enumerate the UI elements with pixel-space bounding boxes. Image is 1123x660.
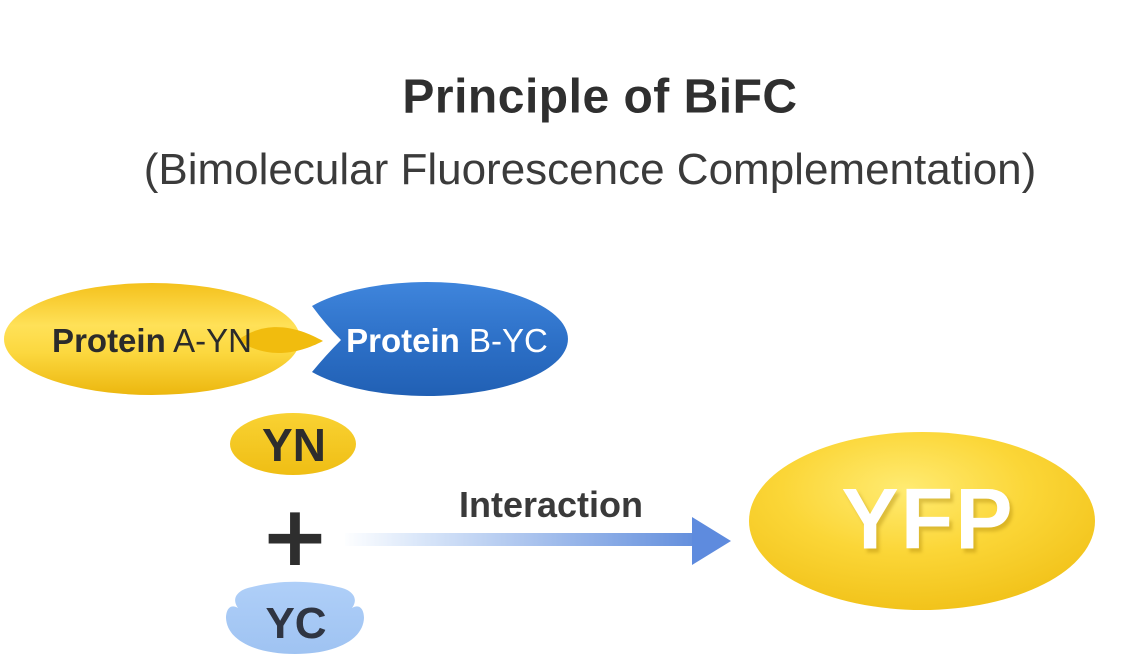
protein-b-label-bold: Protein: [346, 322, 460, 359]
yfp-ellipse: [749, 432, 1095, 610]
page-title: Principle of BiFC: [402, 70, 798, 124]
yc-fragment-label: YC: [265, 599, 327, 648]
yc-blob: [226, 581, 364, 654]
protein-b-ellipse: [312, 282, 568, 396]
yn-fragment-label: YN: [262, 419, 326, 471]
interaction-label: Interaction: [458, 484, 644, 525]
protein-b-label-rest: B-YC: [459, 322, 548, 359]
yfp-result-label: YFP: [841, 471, 1015, 568]
protein-a-ellipse: [4, 283, 300, 395]
protein-a-label: Protein A-YN: [52, 322, 252, 360]
interaction-arrow-head: [692, 517, 731, 565]
protein-a-label-bold: Protein: [52, 322, 166, 359]
dart-connector: [238, 327, 323, 354]
page-subtitle: (Bimolecular Fluorescence Complementatio…: [143, 145, 1037, 194]
protein-b-label: Protein B-YC: [346, 322, 548, 360]
yn-ellipse: [230, 413, 356, 475]
plus-symbol: +: [259, 487, 331, 585]
protein-a-label-rest: A-YN: [165, 322, 252, 359]
interaction-arrow-shaft: [345, 533, 692, 546]
